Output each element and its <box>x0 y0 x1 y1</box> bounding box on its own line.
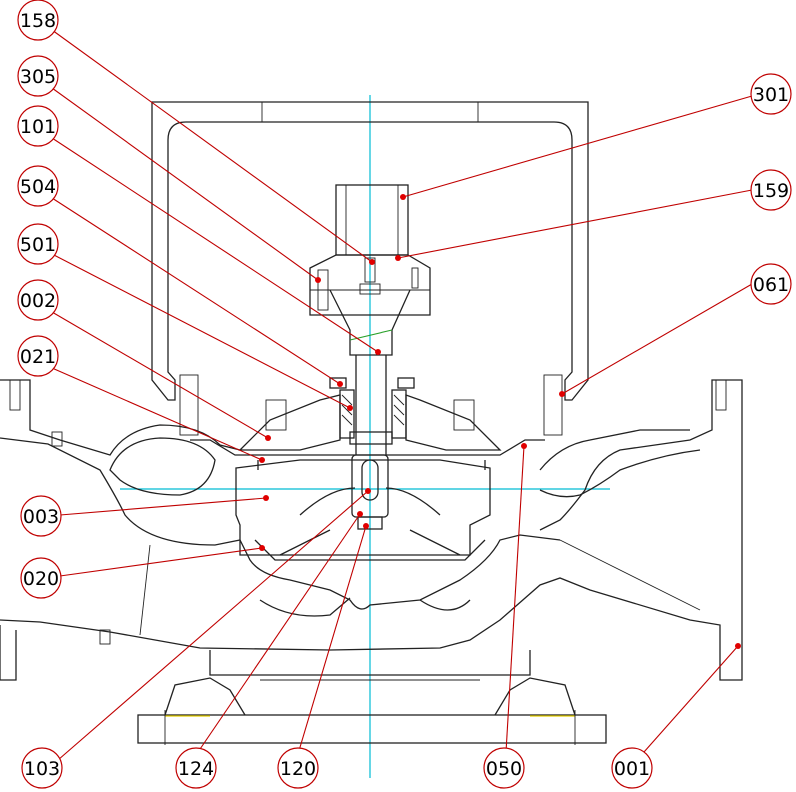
pump-cover <box>179 374 563 456</box>
label-301: 301 <box>750 73 792 115</box>
leader-lines <box>51 29 753 761</box>
mechanical-seal <box>329 377 415 439</box>
label-101: 101 <box>17 105 59 147</box>
pump-base <box>137 650 607 745</box>
label-020: 020 <box>20 557 62 599</box>
label-124: 124 <box>175 747 217 789</box>
label-158-text: 158 <box>20 10 56 32</box>
label-103: 103 <box>21 747 63 789</box>
volute-casing <box>0 379 743 681</box>
label-061-text: 061 <box>753 274 789 296</box>
label-002-text: 002 <box>20 290 56 312</box>
label-120-text: 120 <box>280 758 316 780</box>
label-002: 002 <box>17 279 59 321</box>
label-120: 120 <box>277 747 319 789</box>
impeller <box>235 454 491 561</box>
coupling <box>309 184 431 356</box>
label-501-text: 501 <box>20 234 56 256</box>
label-159: 159 <box>750 169 792 211</box>
label-158: 158 <box>17 0 59 41</box>
label-301-text: 301 <box>753 84 789 106</box>
label-504-text: 504 <box>20 176 56 198</box>
label-103-text: 103 <box>24 758 60 780</box>
label-001-text: 001 <box>614 758 650 780</box>
label-021-text: 021 <box>20 346 56 368</box>
motor-stand <box>151 101 589 401</box>
label-021: 021 <box>17 335 59 377</box>
label-101-text: 101 <box>20 116 56 138</box>
pump-shaft <box>349 355 393 455</box>
label-050: 050 <box>483 747 525 789</box>
label-020-text: 020 <box>23 568 59 590</box>
label-501: 501 <box>17 223 59 265</box>
label-001: 001 <box>611 747 653 789</box>
label-061: 061 <box>750 263 792 305</box>
label-050-text: 050 <box>486 758 522 780</box>
label-305-text: 305 <box>20 66 56 88</box>
label-003: 003 <box>20 495 62 537</box>
label-159-text: 159 <box>753 180 789 202</box>
label-003-text: 003 <box>23 506 59 528</box>
label-504: 504 <box>17 165 59 207</box>
label-305: 305 <box>17 55 59 97</box>
leader-dots <box>259 194 741 649</box>
label-124-text: 124 <box>178 758 214 780</box>
